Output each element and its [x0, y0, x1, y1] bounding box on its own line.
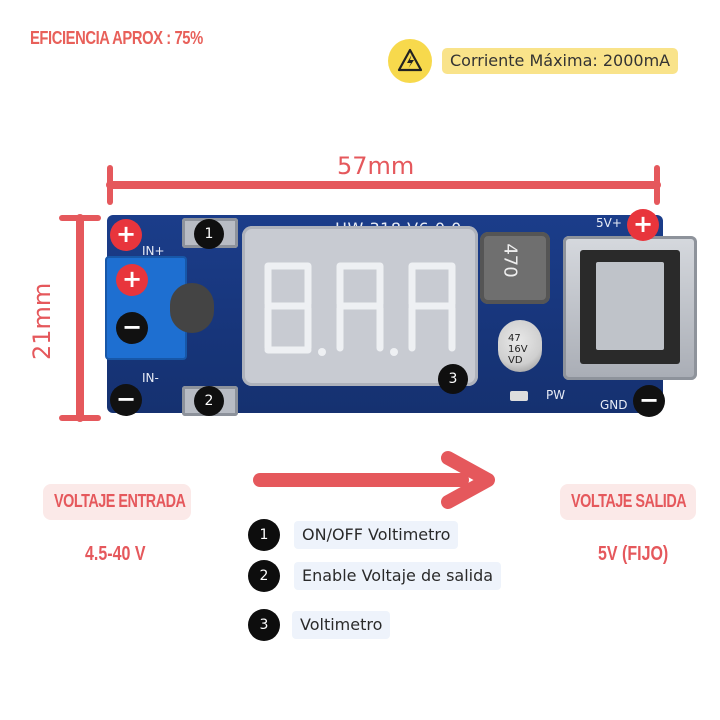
legend-number: 2	[248, 560, 280, 592]
transistor	[170, 283, 214, 333]
output-label-background	[560, 484, 696, 520]
minus-sign-icon: −	[116, 312, 148, 344]
capacitor-series: VD	[508, 355, 523, 366]
plus-sign-icon: +	[110, 219, 142, 251]
height-dimension: 21mm	[28, 282, 56, 360]
minus-sign-icon: −	[110, 384, 142, 416]
marker-3: 3	[438, 364, 468, 394]
inductor-marking: 470	[499, 243, 521, 278]
legend-item: Enable Voltaje de salida	[294, 562, 502, 590]
efficiency-label: EFICIENCIA APROX : 75%	[30, 28, 203, 48]
legend-item: ON/OFF Voltimetro	[294, 521, 459, 549]
gnd-label: GND	[600, 398, 628, 412]
width-dimension: 57mm	[337, 152, 415, 180]
inductor	[480, 232, 550, 304]
capacitor-marking: 47 16V VD	[508, 333, 528, 366]
high-voltage-warning-icon	[388, 39, 432, 83]
marker-1: 1	[194, 219, 224, 249]
capacitor	[498, 320, 542, 372]
input-voltage-value: 4.5-40 V	[85, 543, 146, 565]
capacitor-value: 47	[508, 333, 521, 344]
out-plus-label: 5V+	[596, 216, 622, 230]
seven-segment-display	[242, 226, 478, 386]
capacitor-voltage: 16V	[508, 344, 528, 355]
legend-number: 3	[248, 609, 280, 641]
plus-sign-icon: +	[116, 264, 148, 296]
in-minus-label: IN-	[142, 371, 159, 385]
legend-number: 1	[248, 519, 280, 551]
minus-sign-icon: −	[633, 385, 665, 417]
legend-item: Voltimetro	[292, 611, 391, 639]
in-plus-label: IN+	[142, 244, 165, 258]
marker-2: 2	[194, 386, 224, 416]
power-led	[510, 391, 528, 401]
usb-tongue	[596, 262, 664, 350]
input-label-background	[43, 484, 191, 520]
pw-label: PW	[546, 388, 566, 402]
output-voltage-label: VOLTAJE SALIDA	[571, 491, 687, 511]
plus-sign-icon: +	[627, 209, 659, 241]
max-current-label: Corriente Máxima: 2000mA	[442, 48, 679, 74]
input-voltage-label: VOLTAJE ENTRADA	[54, 491, 186, 511]
output-voltage-value: 5V (FIJO)	[598, 543, 669, 565]
